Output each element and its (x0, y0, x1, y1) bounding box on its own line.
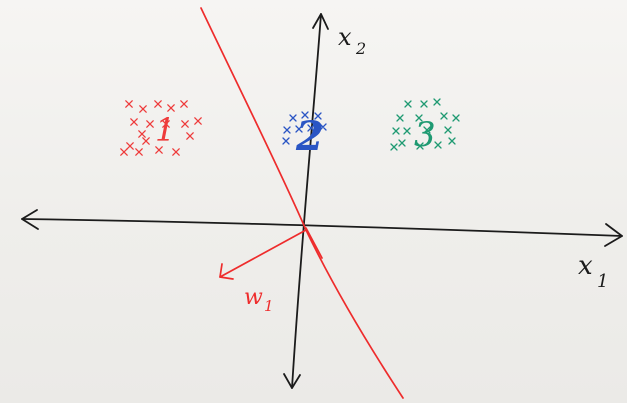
cluster-3-sample-mark (434, 141, 442, 149)
x2-axis-label: x (338, 23, 352, 51)
cluster-2-sample-mark (319, 123, 327, 131)
cluster-3-sample-mark (404, 100, 412, 108)
weight-vector-subscript: 1 (264, 297, 274, 315)
x1-axis-right-arrowhead (604, 223, 623, 247)
cluster-3-label: 3 (414, 115, 436, 155)
cluster-1-sample-mark (172, 148, 180, 156)
cluster-3-sample-mark (415, 114, 423, 122)
x2-axis-top-arrowhead (312, 13, 329, 30)
cluster-3-sample-mark (423, 126, 431, 134)
x2-axis-line (291, 13, 322, 389)
weight-vector-label: w (244, 285, 263, 310)
cluster-3-sample-mark (448, 137, 456, 145)
weight-vector-line (219, 229, 307, 278)
cluster-2-sample-mark (301, 111, 309, 119)
x2-axis-subscript: 2 (355, 39, 366, 58)
cluster-3: 3 (390, 98, 460, 155)
cluster-2-sample-mark (289, 114, 297, 122)
cluster-3-sample-mark (440, 112, 448, 120)
boundary-retrace-stroke (305, 227, 323, 259)
cluster-1-sample-mark (146, 120, 154, 128)
cluster-2-label: 2 (295, 113, 324, 160)
cluster-1-sample-mark (142, 137, 150, 145)
cluster-2-sample-mark (307, 124, 315, 132)
x1-axis-label: x (578, 251, 593, 281)
cluster-1-sample-mark (162, 120, 170, 128)
cluster-2-sample-mark (295, 125, 303, 133)
cluster-1-sample-mark (125, 100, 133, 108)
cluster-1-sample-mark (126, 142, 134, 150)
cluster-1-sample-mark (130, 118, 138, 126)
cluster-1-sample-mark (194, 117, 202, 125)
decision-boundary-line (200, 7, 404, 399)
x1-axis-line (21, 218, 623, 237)
cluster-2-sample-mark (283, 126, 291, 134)
weight-vector-arrowhead (219, 263, 234, 280)
weight-vector (219, 229, 307, 280)
cluster-3-sample-mark (420, 100, 428, 108)
x2-axis-bottom-arrowhead (283, 373, 301, 389)
cluster-3-sample-mark (390, 143, 398, 151)
cluster-1-label: 1 (155, 111, 175, 149)
cluster-1-sample-mark (139, 105, 147, 113)
cluster-1-sample-mark (154, 100, 162, 108)
cluster-1-sample-mark (155, 146, 163, 154)
cluster-1-sample-mark (181, 120, 189, 128)
cluster-2-sample-mark (314, 112, 322, 120)
cluster-3-sample-mark (396, 114, 404, 122)
cluster-1-sample-mark (138, 130, 146, 138)
x1-axis-left-arrowhead (21, 209, 39, 230)
x1-axis (21, 209, 623, 247)
x2-axis (283, 13, 329, 389)
cluster-3-sample-mark (452, 114, 460, 122)
cluster-1-sample-mark (180, 100, 188, 108)
cluster-1: 1 (120, 100, 202, 156)
cluster-3-sample-mark (433, 98, 441, 106)
cluster-3-sample-mark (398, 139, 406, 147)
cluster-1-sample-mark (135, 148, 143, 156)
cluster-3-sample-mark (444, 126, 452, 134)
cluster-1-sample-mark (120, 148, 128, 156)
x1-axis-subscript: 1 (597, 271, 608, 292)
cluster-2-sample-mark (282, 137, 290, 145)
cluster-2: 2 (282, 111, 327, 160)
cluster-1-sample-mark (186, 132, 194, 140)
cluster-3-sample-mark (416, 142, 424, 150)
cluster-3-sample-mark (403, 127, 411, 135)
cluster-1-sample-mark (167, 104, 175, 112)
cluster-3-sample-mark (392, 127, 400, 135)
